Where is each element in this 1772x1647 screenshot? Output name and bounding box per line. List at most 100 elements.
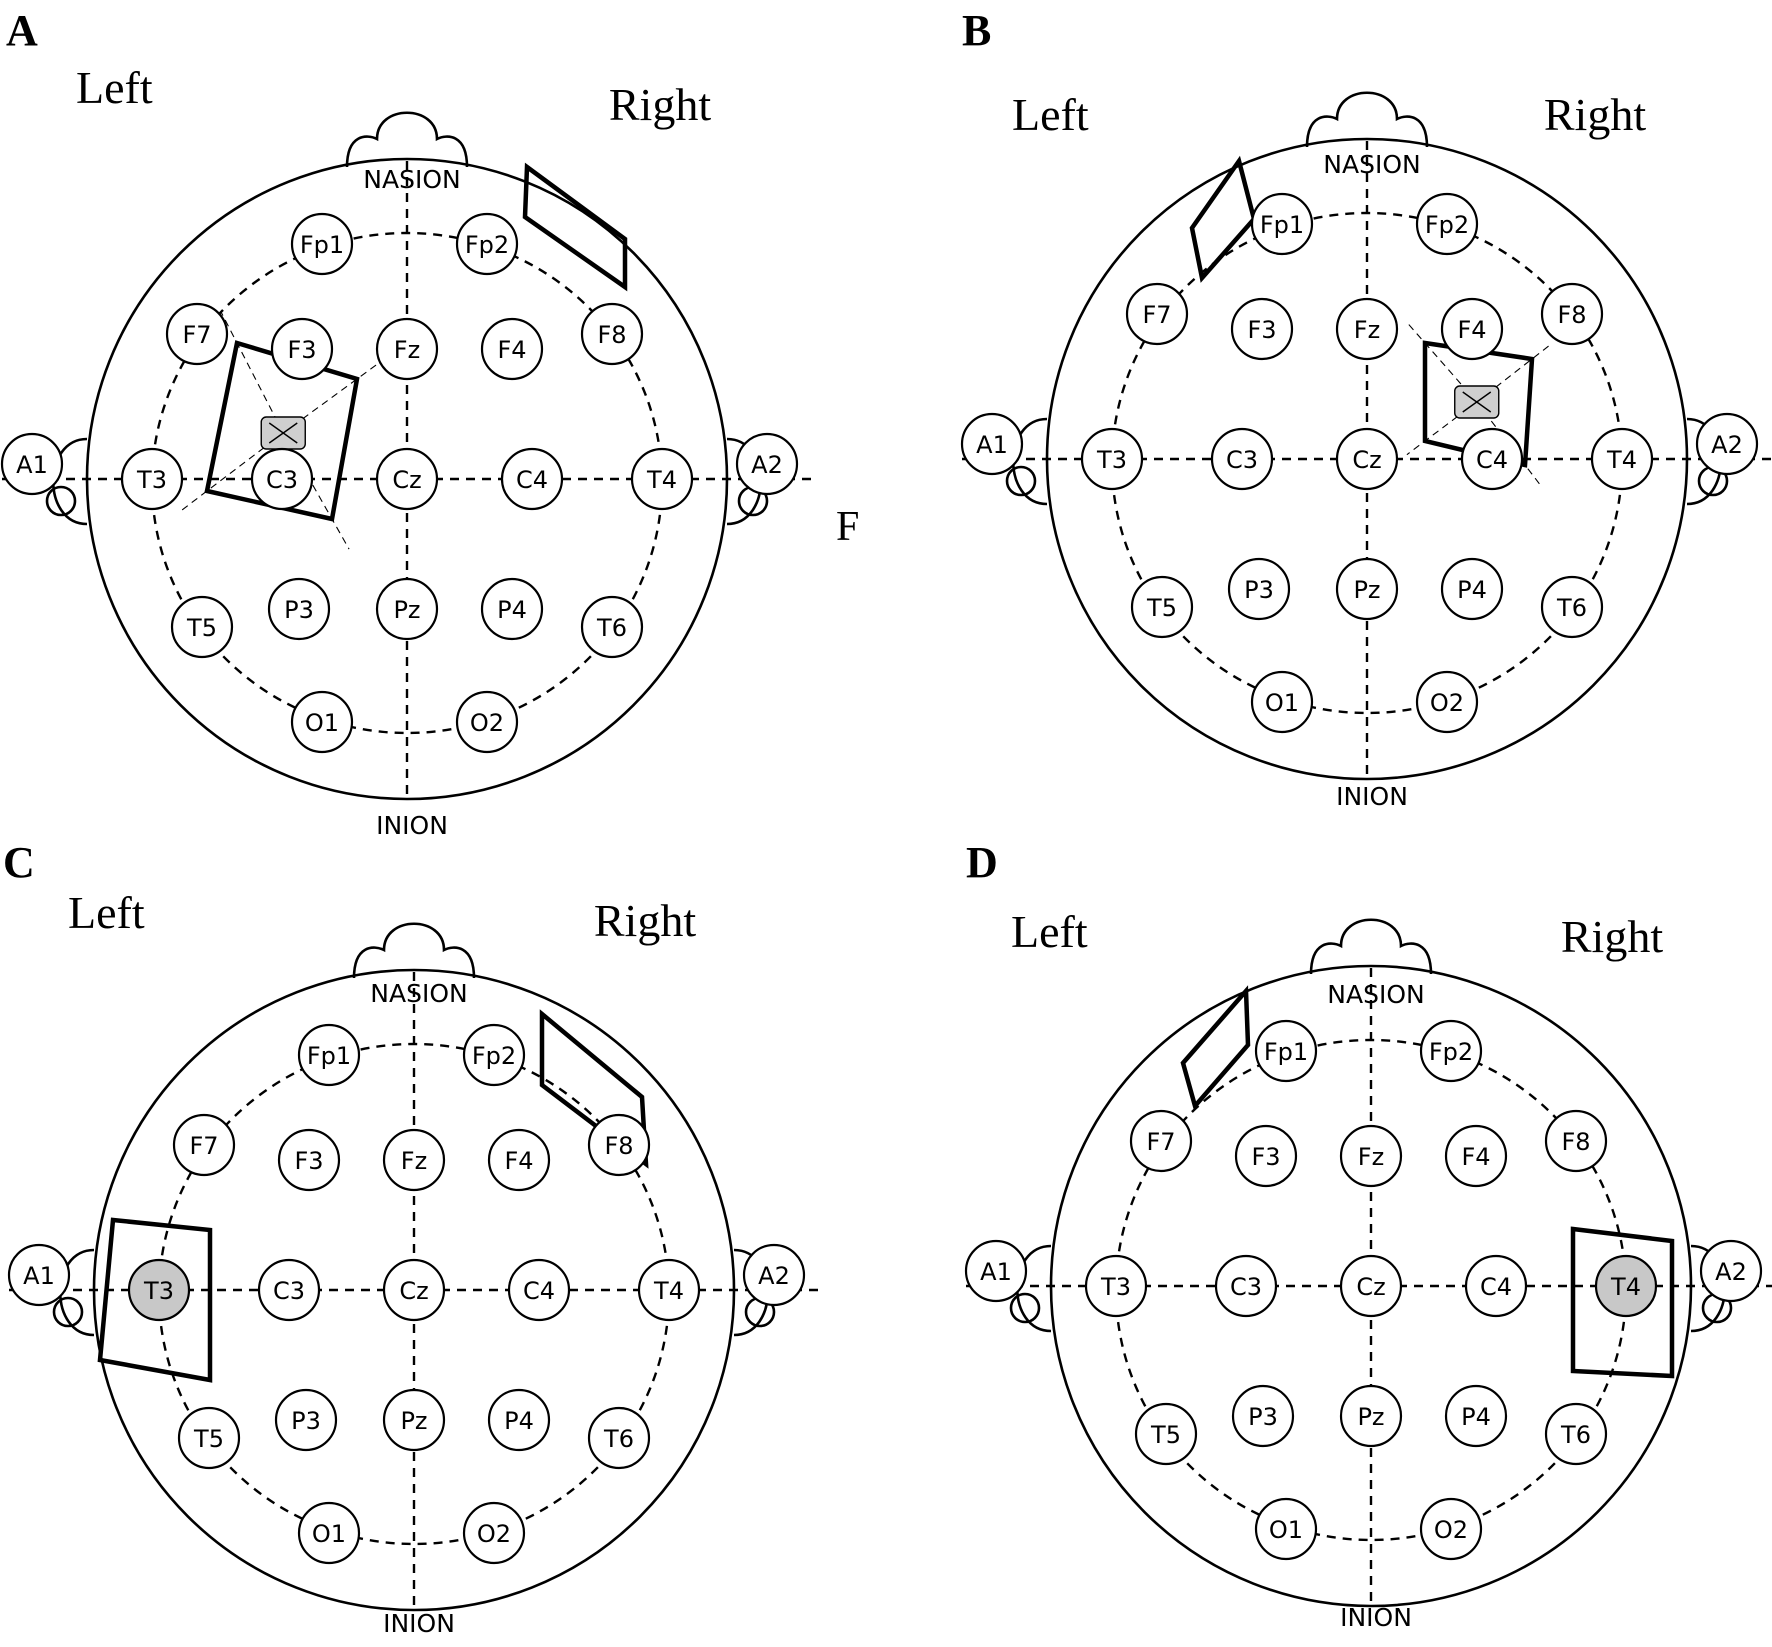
nose-outline bbox=[345, 111, 469, 168]
electrode-t3: T3 bbox=[1080, 427, 1144, 491]
nasion-label: NASION bbox=[1327, 980, 1424, 1009]
electrode-label: T4 bbox=[1610, 1273, 1641, 1301]
reference-pad bbox=[1189, 155, 1257, 283]
electrode-circle bbox=[375, 447, 439, 511]
electrode-label: O1 bbox=[305, 709, 339, 737]
electrode-label: T6 bbox=[1560, 1421, 1591, 1449]
electrode-circle bbox=[375, 577, 439, 641]
electrode-circle bbox=[507, 1258, 571, 1322]
electrode-t3: T3 bbox=[120, 447, 184, 511]
electrode-circle bbox=[1544, 1402, 1608, 1466]
electrode-c3: C3 bbox=[257, 1258, 321, 1322]
electrode-c4: C4 bbox=[507, 1258, 571, 1322]
electrode-label: Fp2 bbox=[1425, 211, 1469, 239]
electrode-t4: T4 bbox=[637, 1258, 701, 1322]
electrode-fp2: Fp2 bbox=[1415, 192, 1479, 256]
electrode-fp2: Fp2 bbox=[1419, 1019, 1483, 1083]
electrode-circle bbox=[1415, 670, 1479, 734]
electrode-label: T3 bbox=[143, 1277, 174, 1305]
electrode-circle bbox=[1540, 282, 1604, 346]
electrode-f4: F4 bbox=[487, 1128, 551, 1192]
electrode-p4: P4 bbox=[487, 1388, 551, 1452]
electrode-label: C3 bbox=[1230, 1273, 1262, 1301]
electrode-circle bbox=[297, 1501, 361, 1565]
electrode-label: C4 bbox=[1480, 1273, 1512, 1301]
electrode-circle bbox=[1210, 427, 1274, 491]
electrode-label: T5 bbox=[193, 1425, 224, 1453]
electrode-p3: P3 bbox=[267, 577, 331, 641]
electrode-circle bbox=[742, 1243, 806, 1307]
nose-outline bbox=[352, 922, 476, 979]
electrode-t6: T6 bbox=[587, 1406, 651, 1470]
electrode-circle bbox=[487, 1128, 551, 1192]
nasion-label: NASION bbox=[1323, 150, 1420, 179]
electrode-f8: F8 bbox=[1540, 282, 1604, 346]
electrode-label: O2 bbox=[1430, 689, 1464, 717]
electrode-cz: Cz bbox=[1339, 1254, 1403, 1318]
left-label: Left bbox=[76, 62, 153, 113]
electrode-circle bbox=[1460, 427, 1524, 491]
reference-pad bbox=[1180, 985, 1251, 1111]
electrode-circle bbox=[1464, 1254, 1528, 1318]
electrode-label: Fz bbox=[1354, 316, 1380, 344]
electrode-label: Cz bbox=[399, 1277, 428, 1305]
right-label: Right bbox=[594, 895, 696, 946]
electrode-label: T3 bbox=[136, 466, 167, 494]
electrode-f7: F7 bbox=[1129, 1109, 1193, 1173]
electrode-circle bbox=[1254, 1019, 1318, 1083]
electrode-label: O2 bbox=[1434, 1516, 1468, 1544]
electrode-circle bbox=[270, 317, 334, 381]
electrode-circle bbox=[1335, 427, 1399, 491]
electrode-circle bbox=[1444, 1124, 1508, 1188]
electrode-label: P3 bbox=[1244, 576, 1274, 604]
electrode-circle bbox=[382, 1128, 446, 1192]
reference-pad bbox=[539, 1009, 649, 1169]
electrode-o1: O1 bbox=[297, 1501, 361, 1565]
electrode-circle bbox=[1415, 192, 1479, 256]
electrode-circle bbox=[1544, 1109, 1608, 1173]
electrode-c3: C3 bbox=[1210, 427, 1274, 491]
electrode-circle bbox=[735, 432, 799, 496]
electrode-fz: Fz bbox=[382, 1128, 446, 1192]
electrode-label: F7 bbox=[1146, 1128, 1175, 1156]
electrode-circle bbox=[455, 212, 519, 276]
electrode-circle bbox=[1080, 427, 1144, 491]
electrode-label: Fz bbox=[1358, 1143, 1384, 1171]
electrode-circle bbox=[1339, 1254, 1403, 1318]
electrode-label: P4 bbox=[497, 596, 527, 624]
electrode-circle bbox=[1335, 297, 1399, 361]
electrode-label: A1 bbox=[23, 1262, 55, 1290]
electrode-label: F8 bbox=[597, 321, 626, 349]
electrode-circle bbox=[1440, 557, 1504, 621]
electrode-label: F8 bbox=[1561, 1128, 1590, 1156]
electrode-label: T5 bbox=[1146, 594, 1177, 622]
electrode-f7: F7 bbox=[1125, 282, 1189, 346]
electrode-f4: F4 bbox=[1444, 1124, 1508, 1188]
electrode-circle bbox=[375, 317, 439, 381]
stray-label: F bbox=[836, 504, 859, 550]
electrode-label: Fp1 bbox=[1260, 211, 1304, 239]
electrode-label: F3 bbox=[287, 336, 316, 364]
electrode-a2: A2 bbox=[742, 1243, 806, 1307]
electrode-o2: O2 bbox=[455, 690, 519, 754]
electrode-circle bbox=[1444, 1384, 1508, 1448]
electrode-p4: P4 bbox=[480, 577, 544, 641]
electrode-label: Fp2 bbox=[465, 231, 509, 259]
electrode-c3: C3 bbox=[1214, 1254, 1278, 1318]
left-label: Left bbox=[1011, 906, 1088, 957]
electrode-circle bbox=[480, 317, 544, 381]
electrode-fp1: Fp1 bbox=[1250, 192, 1314, 256]
electrode-o1: O1 bbox=[1254, 1497, 1318, 1561]
electrode-f7: F7 bbox=[172, 1113, 236, 1177]
panel-letter: C bbox=[3, 838, 35, 887]
electrode-label: A2 bbox=[751, 451, 783, 479]
electrode-circle bbox=[1234, 1124, 1298, 1188]
electrode-a1: A1 bbox=[964, 1239, 1028, 1303]
electrode-label: F7 bbox=[182, 321, 211, 349]
electrode-f3: F3 bbox=[277, 1128, 341, 1192]
electrode-label: Pz bbox=[393, 596, 420, 624]
electrode-label: O1 bbox=[1265, 689, 1299, 717]
electrode-circle bbox=[580, 302, 644, 366]
electrode-label: F4 bbox=[1461, 1143, 1490, 1171]
